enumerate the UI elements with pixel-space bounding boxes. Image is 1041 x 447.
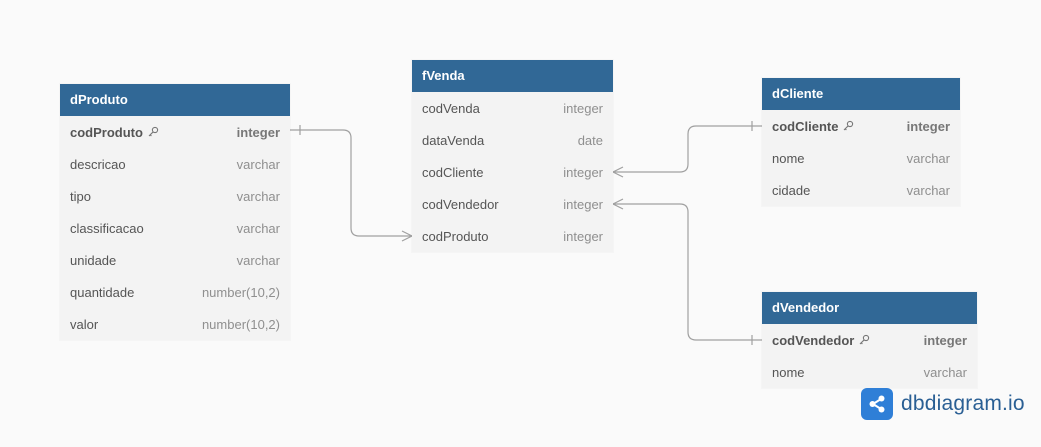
link-venda-cliente bbox=[613, 125, 762, 173]
field-name: descricao bbox=[70, 156, 126, 172]
table-header-fvenda[interactable]: fVenda bbox=[412, 60, 613, 92]
key-icon bbox=[148, 126, 159, 137]
field-type: varchar bbox=[236, 156, 280, 172]
table-dvendedor[interactable]: dVendedor codVendedor integer nome varch… bbox=[762, 292, 977, 388]
field-name: nome bbox=[772, 150, 805, 166]
field-type: integer bbox=[923, 332, 967, 348]
field-name: codCliente bbox=[422, 164, 484, 180]
field-row-codvendedor[interactable]: codVendedor integer bbox=[412, 188, 613, 220]
field-row-codcliente[interactable]: codCliente integer bbox=[762, 110, 960, 142]
field-name: cidade bbox=[772, 182, 811, 198]
field-type: integer bbox=[563, 164, 603, 180]
key-icon bbox=[859, 334, 870, 345]
field-row-codvenda[interactable]: codVenda integer bbox=[412, 92, 613, 124]
brand-name: dbdiagram.io bbox=[901, 392, 1025, 415]
field-row-valor[interactable]: valor number(10,2) bbox=[60, 308, 290, 340]
field-type: date bbox=[577, 132, 603, 148]
field-name: nome bbox=[772, 364, 805, 380]
field-name: dataVenda bbox=[422, 132, 485, 148]
field-row-descricao[interactable]: descricao varchar bbox=[60, 148, 290, 180]
field-row-nome[interactable]: nome varchar bbox=[762, 142, 960, 174]
field-type: integer bbox=[563, 228, 603, 244]
field-row-datavenda[interactable]: dataVenda date bbox=[412, 124, 613, 156]
field-name: codCliente bbox=[772, 119, 854, 134]
link-venda-vendedor bbox=[613, 203, 762, 341]
field-type: varchar bbox=[236, 188, 280, 204]
share-nodes-glyph bbox=[869, 395, 885, 413]
brand-watermark[interactable]: dbdiagram.io bbox=[861, 388, 1025, 420]
field-type: varchar bbox=[236, 220, 280, 236]
field-type: integer bbox=[906, 118, 950, 134]
field-type: integer bbox=[563, 100, 603, 116]
field-name: valor bbox=[70, 316, 99, 332]
link-produto-venda bbox=[290, 129, 412, 237]
link-venda-vendedor-many-mark bbox=[611, 198, 624, 210]
key-icon bbox=[844, 120, 854, 131]
field-type: varchar bbox=[923, 364, 967, 380]
table-dproduto[interactable]: dProduto codProduto integer descricao va… bbox=[60, 84, 290, 340]
table-fvenda[interactable]: fVenda codVenda integer dataVenda date c… bbox=[412, 60, 613, 252]
field-row-tipo[interactable]: tipo varchar bbox=[60, 180, 290, 212]
table-header-dcliente[interactable]: dCliente bbox=[762, 78, 960, 110]
field-type: varchar bbox=[236, 252, 280, 268]
field-name: unidade bbox=[70, 252, 117, 268]
share-nodes-icon bbox=[861, 388, 893, 420]
field-name: codVenda bbox=[422, 100, 480, 116]
field-row-unidade[interactable]: unidade varchar bbox=[60, 244, 290, 276]
field-row-classificacao[interactable]: classificacao varchar bbox=[60, 212, 290, 244]
link-produto-venda-many-mark bbox=[401, 230, 414, 242]
field-row-cidade[interactable]: cidade varchar bbox=[762, 174, 960, 206]
field-row-codproduto[interactable]: codProduto integer bbox=[412, 220, 613, 252]
field-type: integer bbox=[563, 196, 603, 212]
field-name: codVendedor bbox=[772, 333, 870, 348]
field-name: classificacao bbox=[70, 220, 144, 236]
field-type: integer bbox=[236, 124, 280, 140]
field-name: quantidade bbox=[70, 284, 135, 300]
table-header-dproduto[interactable]: dProduto bbox=[60, 84, 290, 116]
field-type: number(10,2) bbox=[201, 284, 280, 300]
field-name: codProduto bbox=[422, 228, 489, 244]
field-type: varchar bbox=[906, 182, 950, 198]
field-name: tipo bbox=[70, 188, 91, 204]
link-venda-cliente-many-mark bbox=[611, 166, 624, 178]
field-name: codProduto bbox=[70, 125, 159, 140]
field-row-codcliente[interactable]: codCliente integer bbox=[412, 156, 613, 188]
field-name: codVendedor bbox=[422, 196, 499, 212]
table-dcliente[interactable]: dCliente codCliente integer nome varchar… bbox=[762, 78, 960, 206]
table-header-dvendedor[interactable]: dVendedor bbox=[762, 292, 977, 324]
field-row-codvendedor[interactable]: codVendedor integer bbox=[762, 324, 977, 356]
field-type: varchar bbox=[906, 150, 950, 166]
field-row-quantidade[interactable]: quantidade number(10,2) bbox=[60, 276, 290, 308]
field-row-nome[interactable]: nome varchar bbox=[762, 356, 977, 388]
field-row-codproduto[interactable]: codProduto integer bbox=[60, 116, 290, 148]
field-type: number(10,2) bbox=[201, 316, 280, 332]
